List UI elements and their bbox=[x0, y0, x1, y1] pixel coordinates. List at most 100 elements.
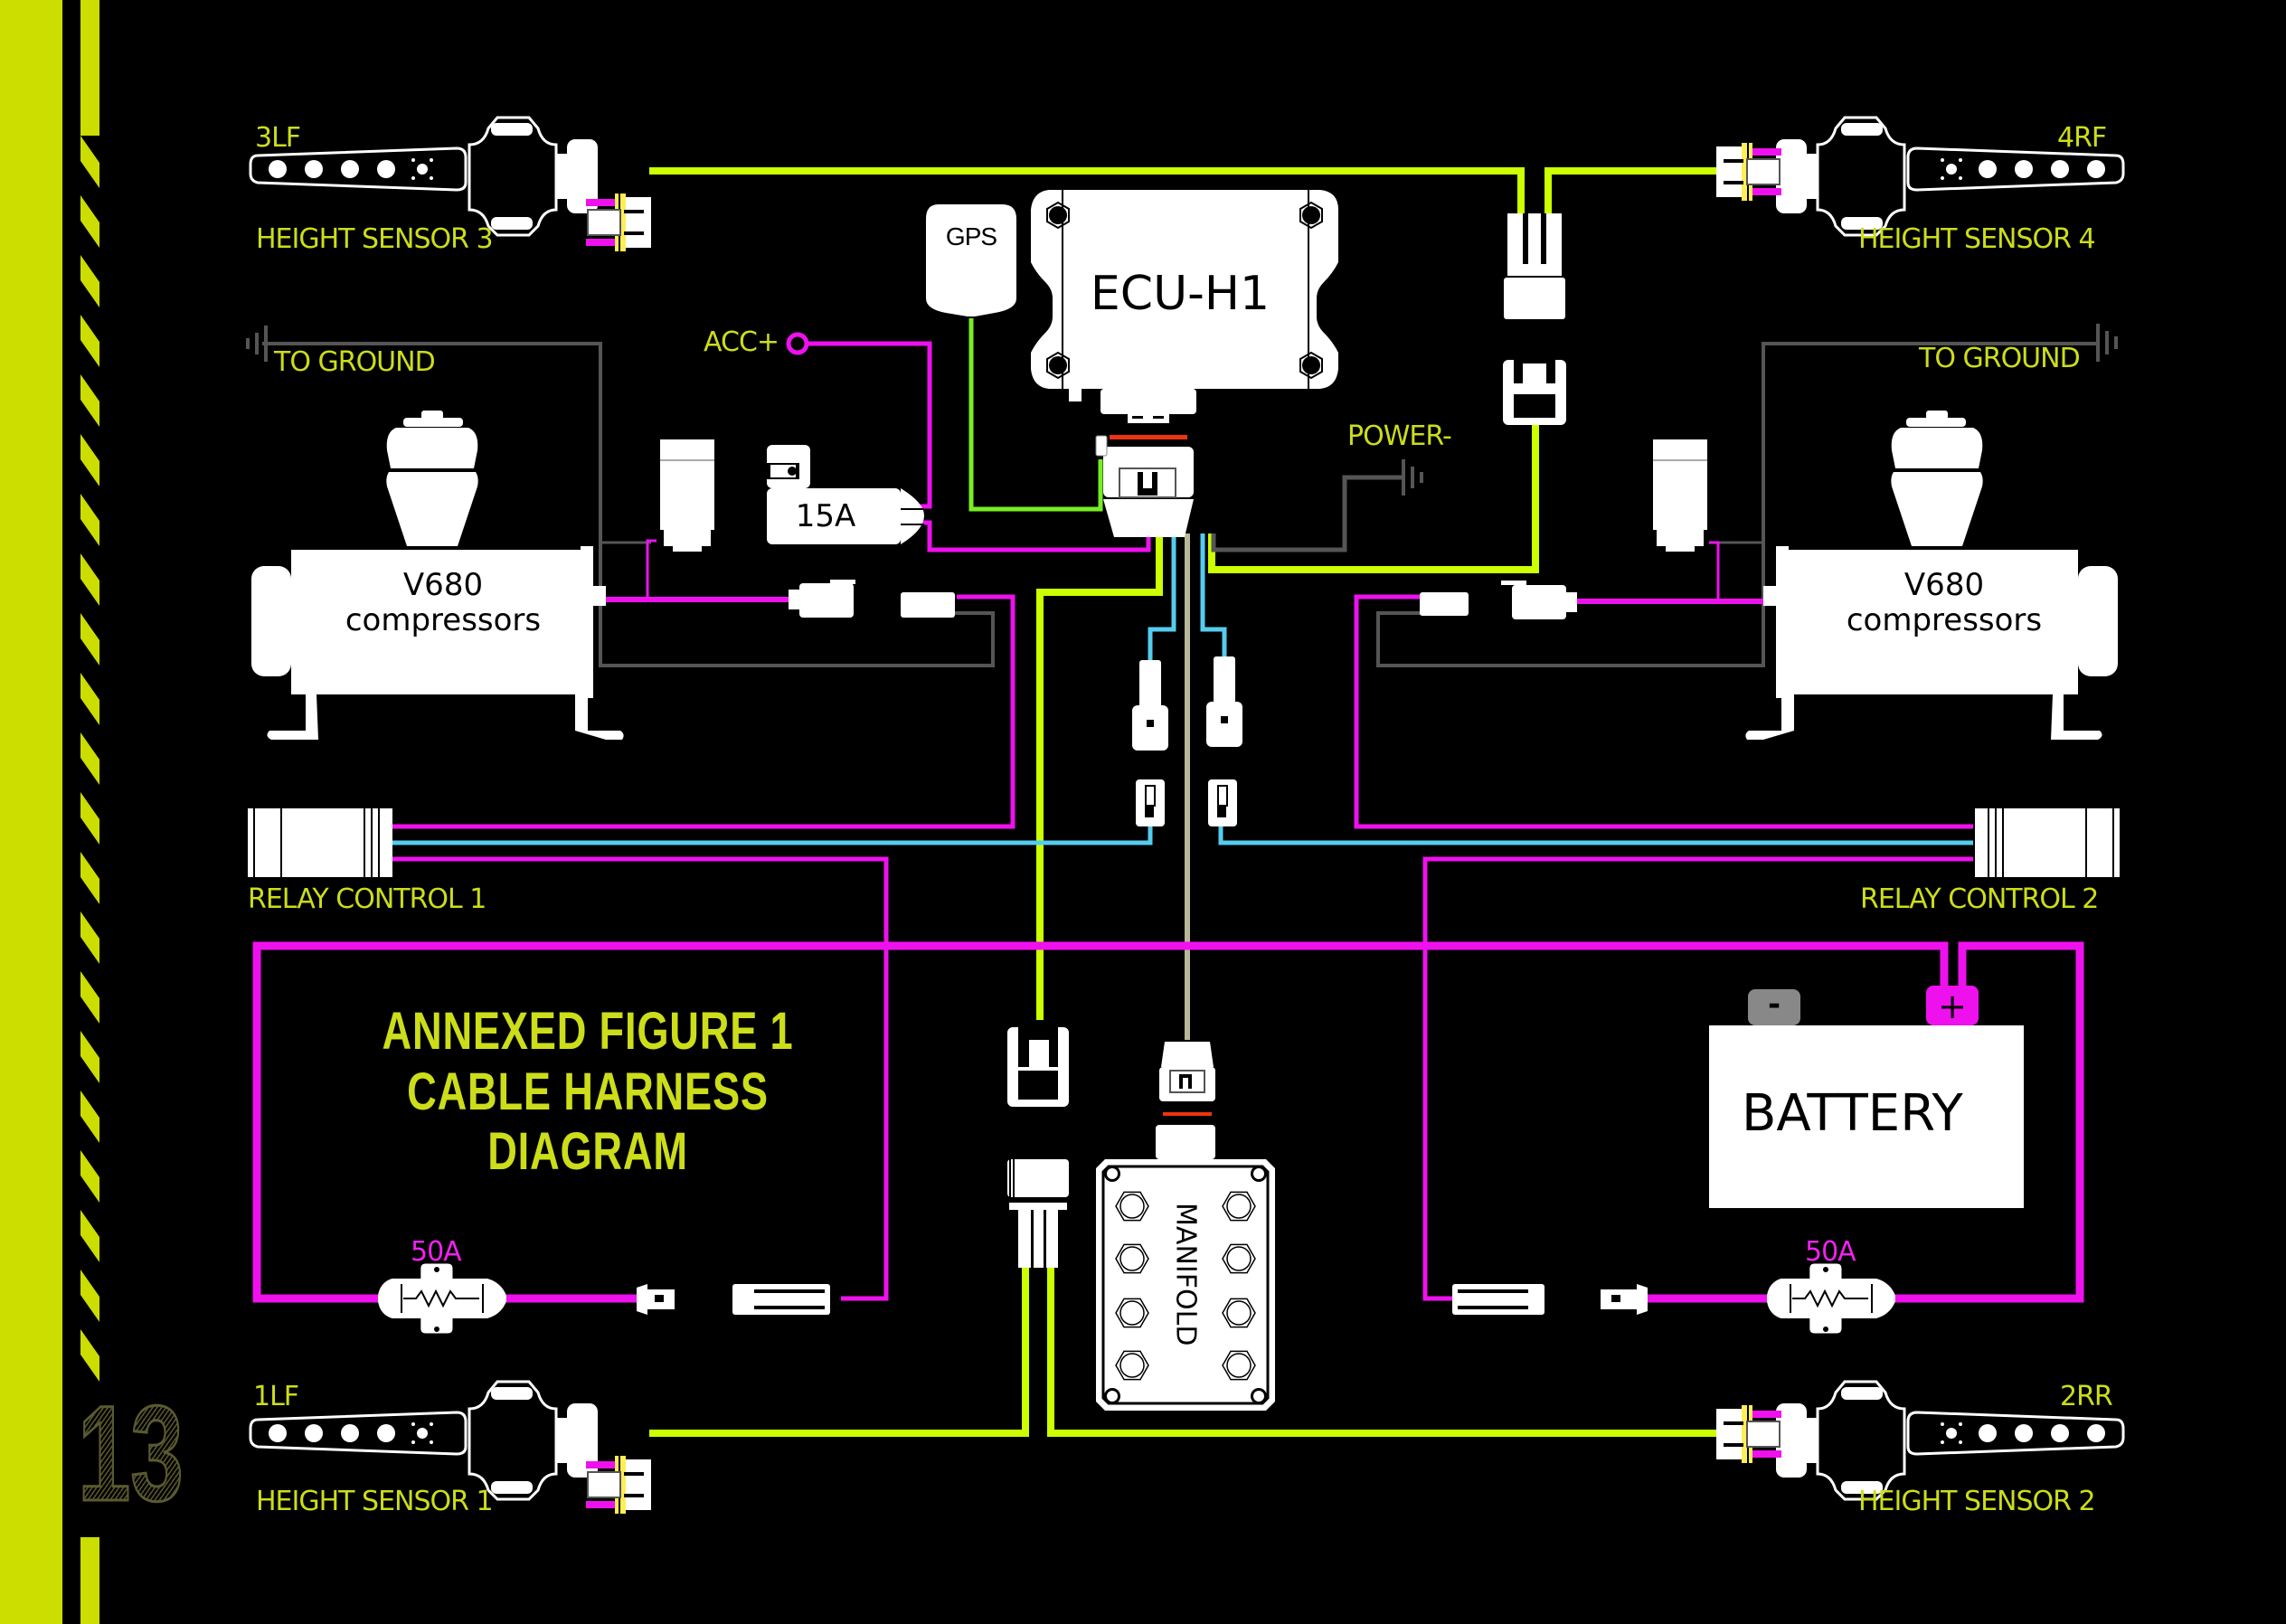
sensor3-code: 3LF bbox=[255, 122, 301, 154]
hazard-stripe bbox=[80, 255, 99, 307]
ground-label-left: TO GROUND bbox=[274, 346, 436, 378]
sensor1-code: 1LF bbox=[253, 1381, 299, 1412]
manifold-connector bbox=[1156, 1042, 1215, 1159]
hazard-stripe bbox=[80, 195, 99, 248]
relay1-label: RELAY CONTROL 1 bbox=[248, 883, 486, 915]
sensor3-plug bbox=[585, 193, 652, 252]
wire-blue-left bbox=[1148, 533, 1176, 660]
fuse-line-connectors-left bbox=[637, 1284, 830, 1315]
fuse-50a-left bbox=[378, 1263, 506, 1334]
hazard-stripe bbox=[80, 732, 99, 785]
ecu-unit bbox=[1031, 190, 1338, 423]
wire-gps bbox=[968, 318, 1103, 512]
ground-label-right: TO GROUND bbox=[1919, 343, 2081, 374]
hazard-stripes bbox=[80, 0, 99, 1624]
manifold-port-ring bbox=[1119, 1194, 1145, 1219]
manifold-label: MANIFOLD bbox=[1169, 1203, 1202, 1346]
ecu-label: ECU-H1 bbox=[1090, 267, 1271, 321]
fuse-50a-right bbox=[1767, 1263, 1895, 1334]
hazard-stripe bbox=[80, 1210, 99, 1262]
fuse-15a-label: 15A bbox=[795, 498, 856, 534]
manifold-port bbox=[1115, 1350, 1149, 1381]
hazard-stripe bbox=[80, 673, 99, 725]
hazard-stripe bbox=[80, 1150, 99, 1203]
wire-battery-positive-right bbox=[1890, 941, 2084, 1303]
height-sensor-3 bbox=[249, 116, 600, 237]
wire-relay1-magenta-b bbox=[392, 856, 889, 1301]
manifold-port bbox=[1115, 1298, 1149, 1328]
compressor-right-type: compressors bbox=[1846, 602, 2043, 639]
sensor2-name: HEIGHT SENSOR 2 bbox=[1858, 1486, 2096, 1517]
sensor4-name: HEIGHT SENSOR 4 bbox=[1858, 223, 2096, 255]
manifold-port-ring bbox=[1226, 1353, 1252, 1378]
figure-title-line1: ANNEXED FIGURE 1 bbox=[382, 1002, 794, 1061]
sensor4-code: 4RF bbox=[2057, 122, 2107, 154]
hazard-stripe bbox=[80, 494, 99, 546]
wire-blue-relay2 bbox=[1218, 826, 1973, 845]
hazard-stripe bbox=[80, 136, 99, 188]
hazard-stripe bbox=[80, 374, 99, 427]
sensor2-code: 2RR bbox=[2060, 1381, 2113, 1412]
wire-blue-relay1 bbox=[392, 826, 1153, 845]
hazard-stripe bbox=[80, 911, 99, 964]
compressor-left-label: V680 compressors bbox=[300, 567, 586, 638]
hazard-stripe bbox=[80, 1031, 99, 1083]
gps-label: GPS bbox=[945, 222, 997, 250]
sensor3-name: HEIGHT SENSOR 3 bbox=[256, 223, 494, 255]
wire-ecu-to-sensor1 bbox=[1036, 533, 1163, 1020]
hazard-stripe bbox=[80, 434, 99, 486]
hazard-stripe bbox=[80, 1091, 99, 1143]
hazard-stripe bbox=[80, 792, 99, 845]
compressor-left-model: V680 bbox=[402, 567, 484, 603]
gps-antenna bbox=[926, 204, 1016, 316]
wire-relay2-magenta-a bbox=[1354, 594, 1973, 829]
height-sensor-1 bbox=[249, 1380, 600, 1501]
manifold-port bbox=[1222, 1191, 1256, 1222]
fuse-left-label: 50A bbox=[411, 1236, 462, 1268]
acc-label: ACC+ bbox=[704, 326, 779, 358]
ground-symbol-right bbox=[2096, 324, 2118, 362]
manifold-port-ring bbox=[1226, 1246, 1252, 1271]
wire-power-negative bbox=[1211, 475, 1403, 552]
hazard-stripe bbox=[80, 1270, 99, 1322]
fuse-line-connectors-right bbox=[1452, 1284, 1648, 1315]
wire-battery-positive-left bbox=[252, 941, 1949, 1303]
relay-control-2 bbox=[1975, 808, 2120, 877]
battery-negative-terminal bbox=[1748, 989, 1800, 1025]
hazard-stripe bbox=[80, 315, 99, 367]
sensor2-plug bbox=[1715, 1404, 1782, 1464]
manifold-port bbox=[1222, 1243, 1256, 1274]
wire-manifold-to-sensor2 bbox=[1047, 1266, 1718, 1437]
ecu-harness-connector bbox=[1095, 435, 1194, 537]
page-number: 13 bbox=[77, 1377, 184, 1529]
compressor-right-model: V680 bbox=[1903, 567, 1985, 603]
figure-title: ANNEXED FIGURE 1 CABLE HARNESS DIAGRAM bbox=[341, 1002, 835, 1183]
wire-blue-right bbox=[1200, 533, 1227, 656]
battery-negative-label: - bbox=[1767, 987, 1781, 1023]
manifold-valve-connector bbox=[1007, 1159, 1069, 1268]
relay-signal-connectors bbox=[1132, 656, 1242, 826]
compressor-right-inline-connector bbox=[1420, 581, 1577, 619]
sensor1-plug bbox=[585, 1455, 652, 1515]
manifold-port bbox=[1115, 1191, 1149, 1222]
wire-ground-left bbox=[262, 342, 995, 667]
battery-label: BATTERY bbox=[1742, 1084, 1963, 1143]
wires bbox=[252, 167, 2100, 1437]
manifold-port bbox=[1222, 1350, 1256, 1381]
wire-relay2-magenta-b bbox=[1422, 856, 1973, 1301]
manifold-port bbox=[1222, 1298, 1256, 1328]
manifold-port-ring bbox=[1119, 1246, 1145, 1271]
air-valve-left bbox=[660, 439, 714, 552]
battery-positive-terminal bbox=[1926, 986, 1979, 1025]
manifold-port-ring bbox=[1226, 1300, 1252, 1326]
hazard-stripe bbox=[80, 971, 99, 1024]
manifold-port-ring bbox=[1119, 1353, 1145, 1378]
ground-symbol-left bbox=[246, 326, 268, 362]
wire-acc bbox=[808, 341, 932, 509]
wire-ground-right bbox=[1376, 342, 2100, 667]
left-accent-bar bbox=[0, 0, 62, 1624]
battery-positive-label: + bbox=[1938, 987, 1967, 1026]
figure-title-line2: CABLE HARNESS DIAGRAM bbox=[407, 1062, 769, 1182]
